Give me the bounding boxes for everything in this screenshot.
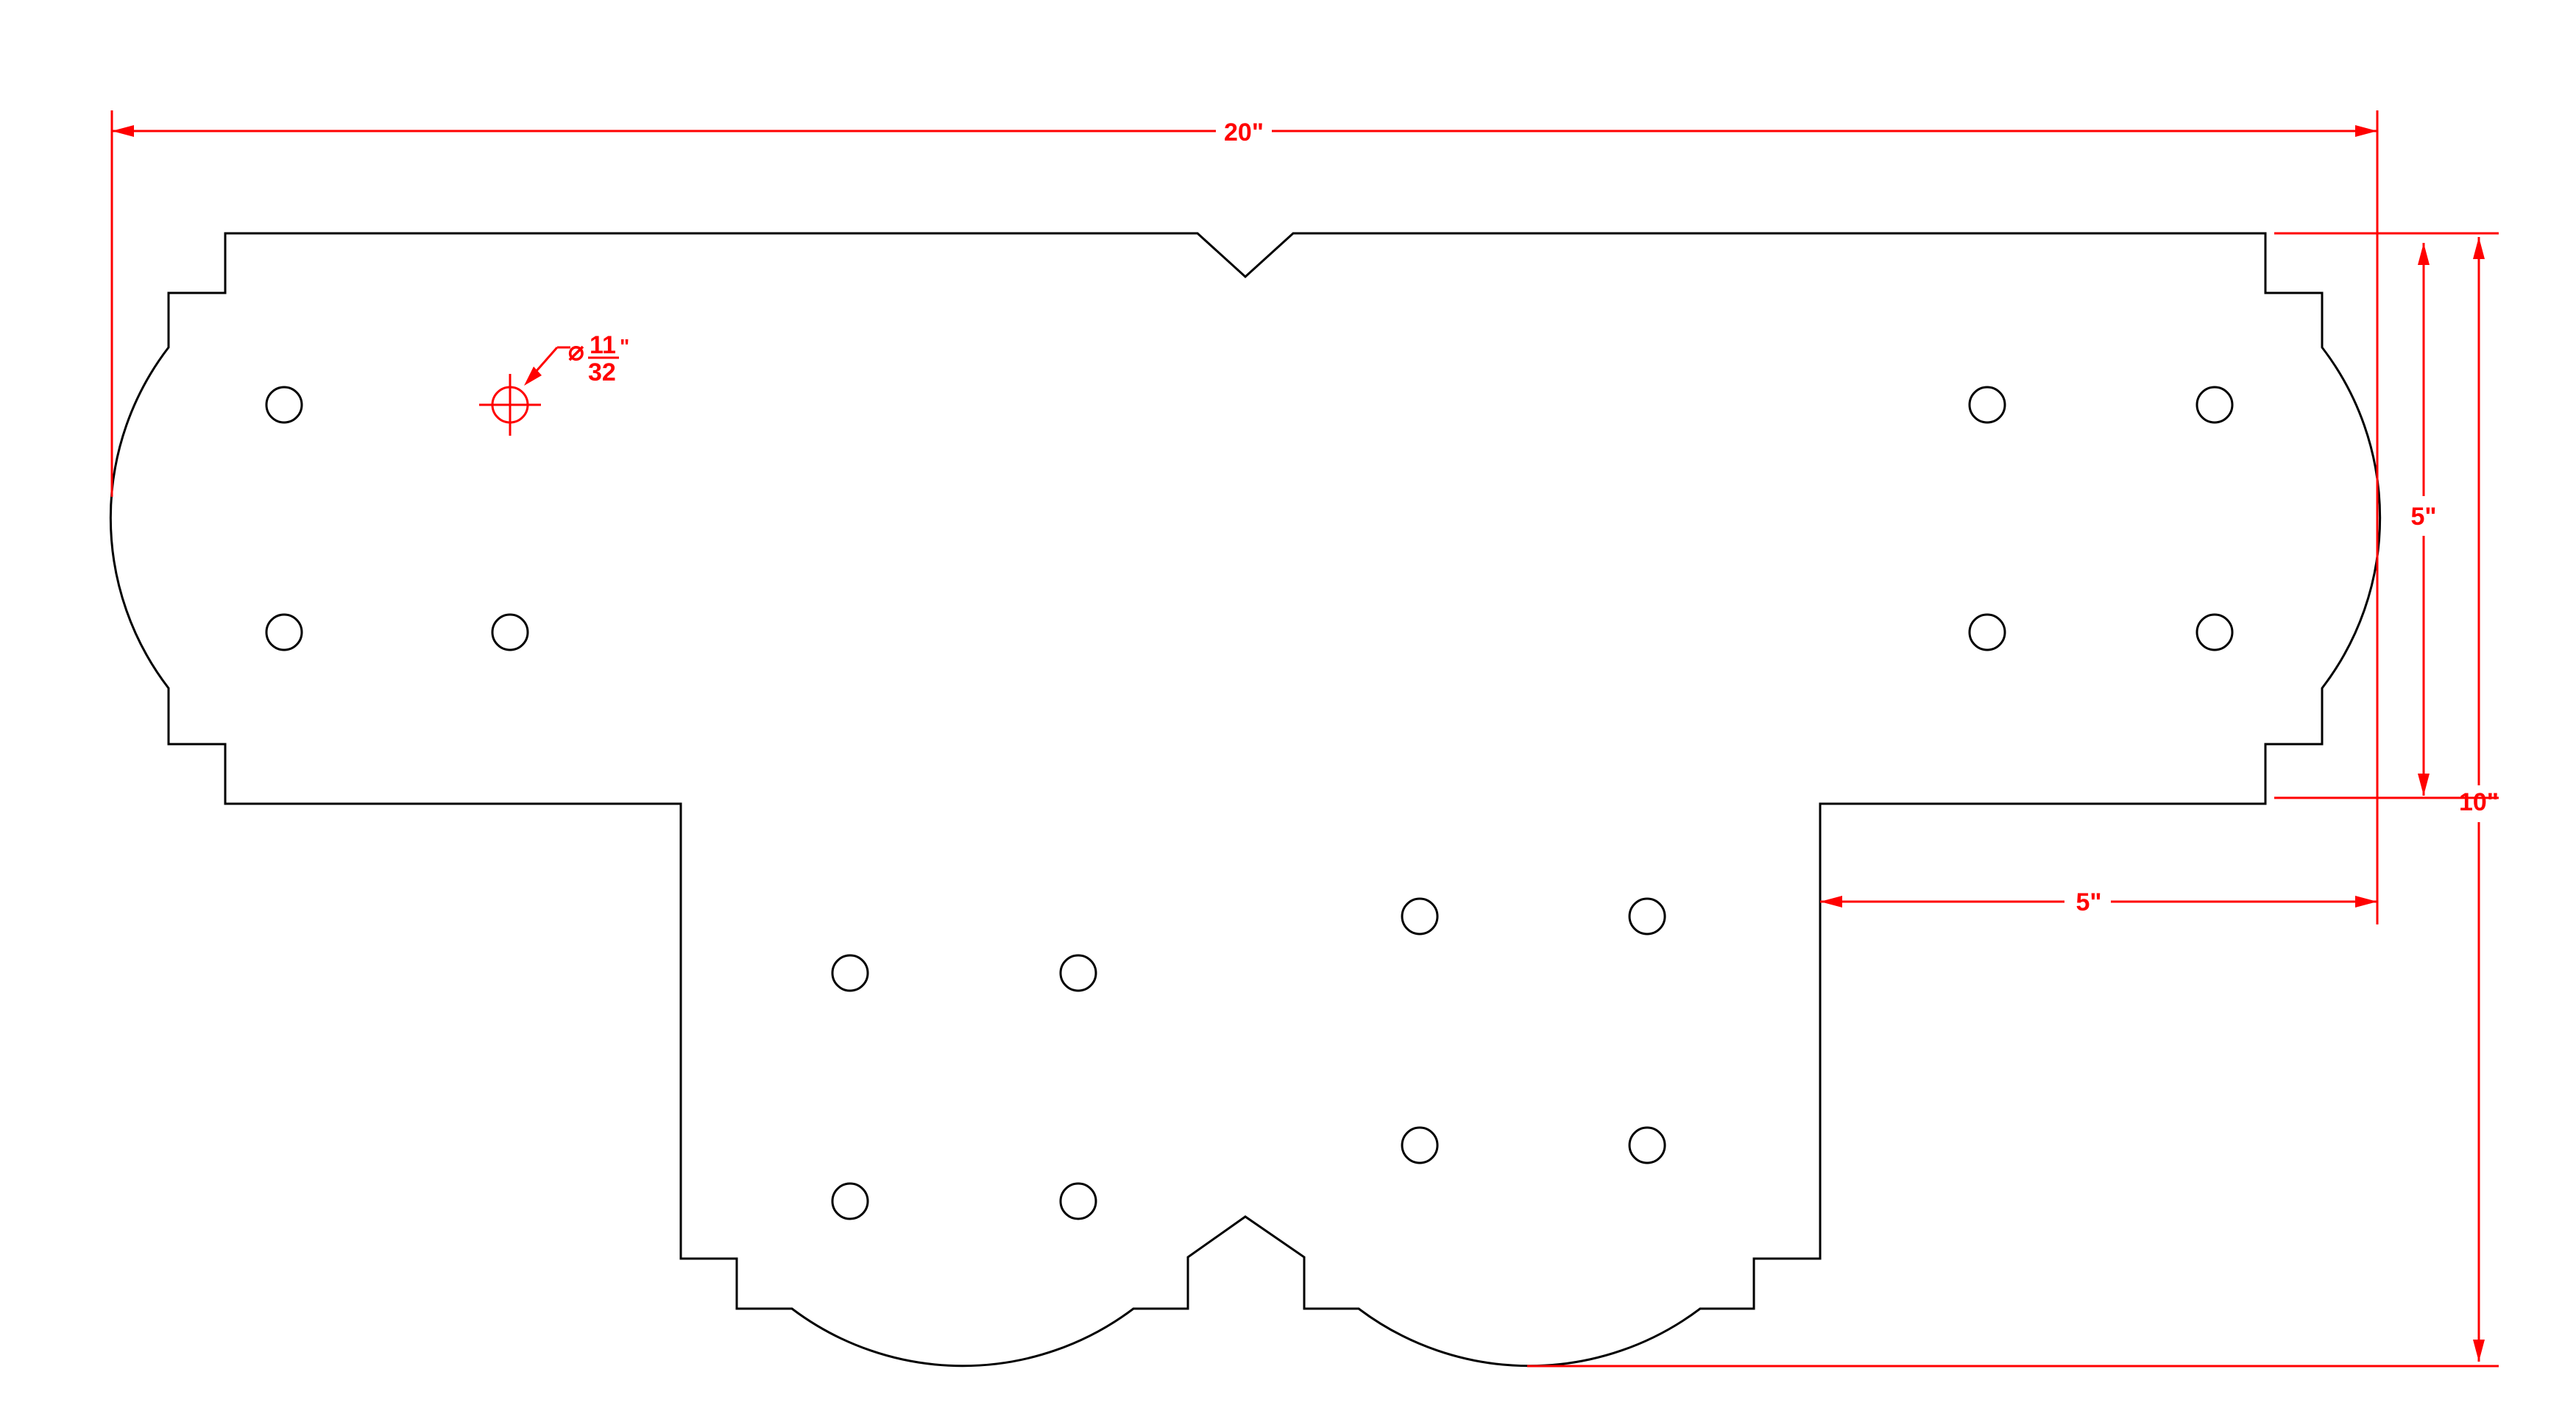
diameter-symbol: ⌀ <box>568 336 584 366</box>
upper-height-dimension: 5" <box>2274 232 2499 799</box>
hole <box>1059 954 1097 992</box>
part-outline <box>109 232 2382 1368</box>
hole <box>2195 613 2234 651</box>
hole <box>1628 1126 1666 1164</box>
hole <box>831 954 869 992</box>
overall-height-dimension: 10" <box>1527 237 2499 1368</box>
hole <box>265 613 303 651</box>
hole <box>265 386 303 424</box>
upper-height-label: 5" <box>2410 503 2436 531</box>
diameter-denominator: 32 <box>588 358 616 386</box>
hole <box>1628 897 1666 935</box>
diameter-numerator: 11 <box>590 331 616 359</box>
arm-width-dimension: 5" <box>1820 888 2377 916</box>
hole <box>831 1182 869 1220</box>
hole <box>1401 1126 1439 1164</box>
hole <box>1059 1182 1097 1220</box>
hole <box>491 613 529 651</box>
arm-width-label: 5" <box>2076 888 2101 916</box>
hole <box>1401 897 1439 935</box>
hole <box>2195 386 2234 424</box>
hole <box>1968 613 2006 651</box>
diameter-unit: " <box>620 335 629 358</box>
overall-height-label: 10" <box>2459 788 2499 816</box>
overall-width-dimension: 20" <box>110 110 2379 924</box>
hole-callout: ⌀ 11 32 " <box>479 331 629 436</box>
overall-width-label: 20" <box>1224 118 1264 146</box>
hole <box>1968 386 2006 424</box>
